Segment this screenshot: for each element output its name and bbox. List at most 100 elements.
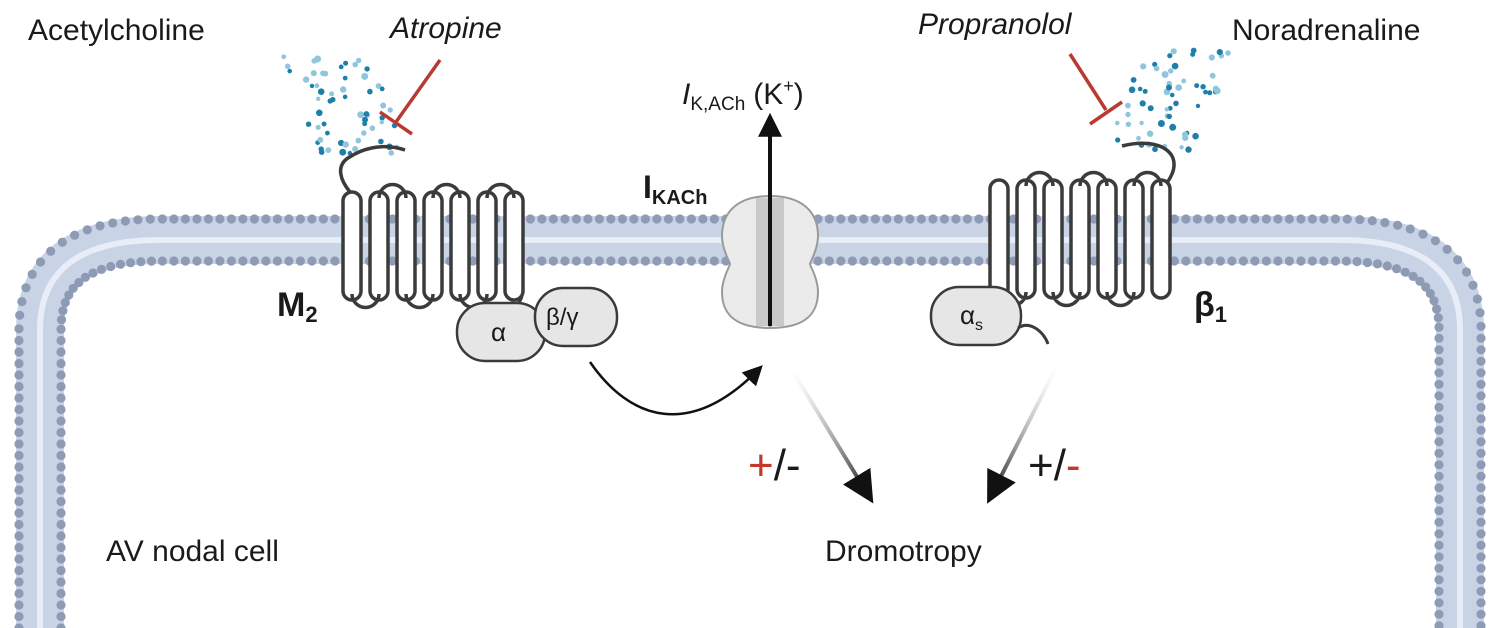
lipid-head bbox=[1434, 609, 1444, 619]
lipid-head bbox=[215, 256, 225, 266]
ligand-molecule bbox=[361, 72, 369, 80]
lipid-head bbox=[14, 462, 24, 472]
lipid-head bbox=[157, 256, 167, 266]
lipid-head bbox=[974, 256, 984, 266]
lipid-head bbox=[180, 214, 190, 224]
left-effect-sign: +/- bbox=[748, 441, 801, 490]
ik-ach-current-label: IK,ACh(K+) bbox=[682, 76, 804, 115]
ligand-molecule bbox=[1128, 86, 1136, 94]
lipid-head bbox=[1476, 425, 1486, 435]
g-beta-gamma-label: β/γ bbox=[546, 304, 578, 331]
lipid-head bbox=[1453, 255, 1463, 265]
lipid-head bbox=[594, 214, 605, 224]
lipid-head bbox=[571, 256, 582, 266]
lipid-head bbox=[1372, 259, 1383, 269]
lipid-head bbox=[1476, 402, 1486, 412]
lipid-head bbox=[916, 256, 927, 266]
lipid-head bbox=[1432, 304, 1442, 314]
lipid-head bbox=[1442, 244, 1452, 254]
lipid-head bbox=[226, 256, 236, 266]
lipid-head bbox=[157, 214, 167, 224]
noradrenaline-label: Noradrenaline bbox=[1232, 14, 1420, 47]
lipid-head bbox=[594, 256, 605, 266]
lipid-head bbox=[583, 256, 593, 266]
ligand-molecule bbox=[1146, 130, 1154, 137]
ligand-molecule bbox=[329, 91, 335, 97]
lipid-head bbox=[1434, 494, 1444, 504]
ligand-molecule bbox=[1195, 103, 1201, 109]
lipid-head bbox=[1476, 356, 1486, 366]
lipid-head bbox=[108, 218, 118, 228]
lipid-head bbox=[1400, 267, 1410, 277]
lipid-head bbox=[203, 256, 213, 266]
lipid-head bbox=[1434, 437, 1444, 447]
lipid-head bbox=[295, 214, 305, 224]
ligand-molecule bbox=[1209, 72, 1216, 79]
lipid-head bbox=[215, 214, 225, 224]
ligand-molecule bbox=[1175, 84, 1182, 91]
ligand-molecule bbox=[1147, 105, 1154, 112]
lipid-head bbox=[548, 256, 559, 266]
lipid-head bbox=[145, 214, 155, 224]
lipid-head bbox=[56, 381, 66, 392]
lipid-head bbox=[56, 611, 66, 622]
ligand-molecule bbox=[1203, 89, 1208, 95]
lipid-head bbox=[318, 214, 328, 224]
lipid-head bbox=[120, 216, 130, 226]
lipid-head bbox=[330, 214, 340, 224]
propranolol-inhibition bbox=[1068, 53, 1123, 126]
ligand-molecule bbox=[343, 60, 349, 66]
lipid-head bbox=[56, 473, 66, 484]
lipid-head bbox=[1476, 586, 1486, 596]
ligand-molecule bbox=[317, 136, 324, 143]
ligand-molecule bbox=[369, 125, 376, 131]
lipid-head bbox=[192, 214, 202, 224]
g-alpha-s-protein bbox=[929, 285, 1050, 347]
lipid-head bbox=[606, 214, 616, 224]
ligand-molecule bbox=[375, 83, 382, 89]
dromotropy-label: Dromotropy bbox=[825, 535, 982, 568]
lipid-head bbox=[295, 256, 305, 266]
ligand-molecule bbox=[1130, 77, 1137, 83]
lipid-head bbox=[1204, 256, 1214, 266]
lipid-head bbox=[675, 256, 685, 266]
ligand-molecule bbox=[378, 138, 384, 145]
lipid-head bbox=[307, 214, 317, 224]
ligand-molecule bbox=[1179, 145, 1184, 150]
ligand-molecule bbox=[315, 124, 321, 130]
lipid-head bbox=[1434, 322, 1444, 332]
m2-receptor-label: M2 bbox=[277, 286, 318, 327]
lipid-head bbox=[330, 256, 340, 266]
lipid-head bbox=[14, 623, 24, 628]
lipid-head bbox=[813, 256, 823, 266]
lipid-head bbox=[1405, 224, 1415, 234]
lipid-head bbox=[836, 214, 846, 224]
lipid-head bbox=[1319, 256, 1329, 266]
ligand-molecule bbox=[340, 86, 347, 93]
lipid-head bbox=[617, 256, 628, 266]
lipid-head bbox=[698, 214, 708, 224]
lipid-head bbox=[1227, 256, 1237, 266]
lipid-head bbox=[709, 214, 720, 224]
lipid-head bbox=[1434, 563, 1444, 573]
lipid-head bbox=[1319, 214, 1329, 224]
lipid-head bbox=[629, 214, 639, 224]
lipid-head bbox=[387, 256, 397, 266]
lipid-head bbox=[824, 256, 835, 266]
lipid-head bbox=[1434, 586, 1444, 596]
lipid-head bbox=[1476, 448, 1486, 458]
lipid-head bbox=[1307, 256, 1317, 266]
lipid-head bbox=[1476, 333, 1486, 343]
lipid-head bbox=[1434, 379, 1444, 389]
lipid-head bbox=[1433, 313, 1443, 323]
lipid-head bbox=[1476, 598, 1486, 608]
lipid-head bbox=[1434, 540, 1444, 550]
lipid-head bbox=[169, 256, 179, 266]
lipid-head bbox=[836, 256, 846, 266]
ligand-molecule bbox=[1139, 120, 1144, 126]
ligand-molecule bbox=[325, 130, 330, 136]
lipid-head bbox=[1284, 256, 1294, 266]
lipid-head bbox=[951, 214, 961, 224]
lipid-head bbox=[1475, 308, 1485, 318]
lipid-head bbox=[1476, 575, 1486, 585]
